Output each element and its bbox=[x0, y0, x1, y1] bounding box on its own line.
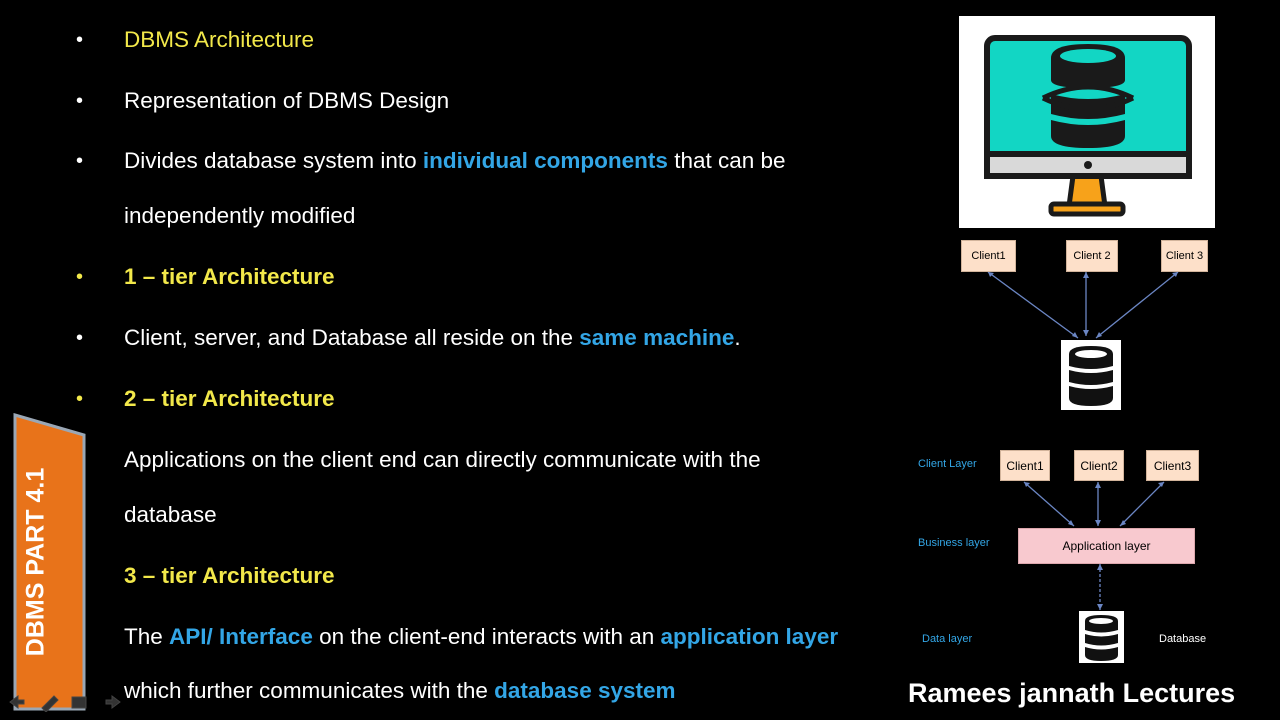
bullet-line: which further communicates with the data… bbox=[124, 677, 676, 705]
bullet-dot: • bbox=[76, 90, 84, 112]
bullet-line: 1 – tier Architecture bbox=[124, 263, 335, 291]
bullet-line: Representation of DBMS Design bbox=[124, 87, 449, 115]
next-icon bbox=[105, 695, 121, 709]
bullet-text-segment: individual components bbox=[422, 148, 668, 173]
layer-label-business: Business layer bbox=[918, 537, 990, 549]
bullet-text-segment: Representation of DBMS Design bbox=[124, 88, 450, 113]
application-layer-box: Application layer bbox=[1018, 528, 1195, 564]
bullet-text-segment: . bbox=[734, 325, 741, 350]
bullet-text-segment: API/ Interface bbox=[169, 624, 313, 649]
three-tier-client-1: Client1 bbox=[1000, 450, 1050, 481]
bullet-line: independently modified bbox=[124, 202, 355, 230]
bullet-text-segment: application layer bbox=[660, 624, 839, 649]
bullet-dot: • bbox=[76, 150, 84, 172]
bullet-text-segment: 3 – tier Architecture bbox=[124, 563, 335, 588]
side-tab-label: DBMS PART 4.1 bbox=[21, 467, 50, 657]
bullet-line: DBMS Architecture bbox=[124, 26, 314, 54]
two-tier-diagram-lines bbox=[987, 271, 1179, 339]
pen-icon bbox=[41, 695, 59, 712]
bullet-text-segment: 2 – tier Architecture bbox=[124, 386, 335, 411]
bullet-text-segment: that can be bbox=[667, 148, 786, 173]
bullet-text-segment: database bbox=[124, 502, 217, 527]
credit-text: Ramees jannath Lectures bbox=[908, 678, 1236, 708]
bullet-line: The API/ Interface on the client-end int… bbox=[124, 623, 838, 651]
three-tier-client-3: Client3 bbox=[1146, 450, 1199, 481]
bullet-text-segment: DBMS Architecture bbox=[124, 27, 315, 52]
two-tier-client-2: Client 2 bbox=[1066, 240, 1118, 272]
bullet-text-segment: Divides database system into bbox=[124, 148, 423, 173]
three-tier-client-2: Client2 bbox=[1074, 450, 1124, 481]
bullet-text-segment: database system bbox=[494, 678, 676, 703]
bullet-dot: • bbox=[76, 388, 84, 410]
database-label: Database bbox=[1159, 633, 1207, 645]
bullet-text-segment: independently modified bbox=[124, 203, 356, 228]
bullet-text-segment: Applications on the client end can direc… bbox=[124, 447, 761, 472]
two-tier-client-3: Client 3 bbox=[1161, 240, 1208, 272]
bullet-line: 2 – tier Architecture bbox=[124, 385, 335, 413]
bullet-dot: • bbox=[76, 266, 84, 288]
bullet-line: Applications on the client end can direc… bbox=[124, 446, 761, 474]
three-tier-diagram-lines bbox=[1023, 481, 1165, 610]
bullet-line: database bbox=[124, 501, 217, 529]
bullet-text-segment: on the client-end interacts with an bbox=[312, 624, 661, 649]
menu-icon bbox=[71, 696, 87, 709]
two-tier-client-1: Client1 bbox=[961, 240, 1016, 272]
bullet-text-segment: Client, server, and Database all reside … bbox=[124, 325, 580, 350]
monitor-database-illustration bbox=[959, 16, 1215, 228]
bullet-text-segment: 1 – tier Architecture bbox=[124, 264, 335, 289]
slide-nav-icons[interactable] bbox=[6, 692, 126, 712]
bullet-line: 3 – tier Architecture bbox=[124, 562, 335, 590]
bullet-dot: • bbox=[76, 29, 84, 51]
three-tier-database-icon bbox=[1079, 611, 1124, 663]
bullet-line: Client, server, and Database all reside … bbox=[124, 324, 741, 352]
layer-label-client: Client Layer bbox=[918, 458, 977, 470]
layer-label-data: Data layer bbox=[922, 633, 973, 645]
two-tier-database-icon bbox=[1061, 340, 1121, 410]
side-tab bbox=[13, 413, 86, 711]
bullet-text-segment: same machine bbox=[579, 325, 735, 350]
bullet-text-segment: which further communicates with the bbox=[124, 678, 495, 703]
bullet-text-segment: The bbox=[124, 624, 170, 649]
bullet-line: Divides database system into individual … bbox=[124, 147, 786, 175]
prev-icon bbox=[9, 695, 25, 709]
bullet-dot: • bbox=[76, 327, 84, 349]
